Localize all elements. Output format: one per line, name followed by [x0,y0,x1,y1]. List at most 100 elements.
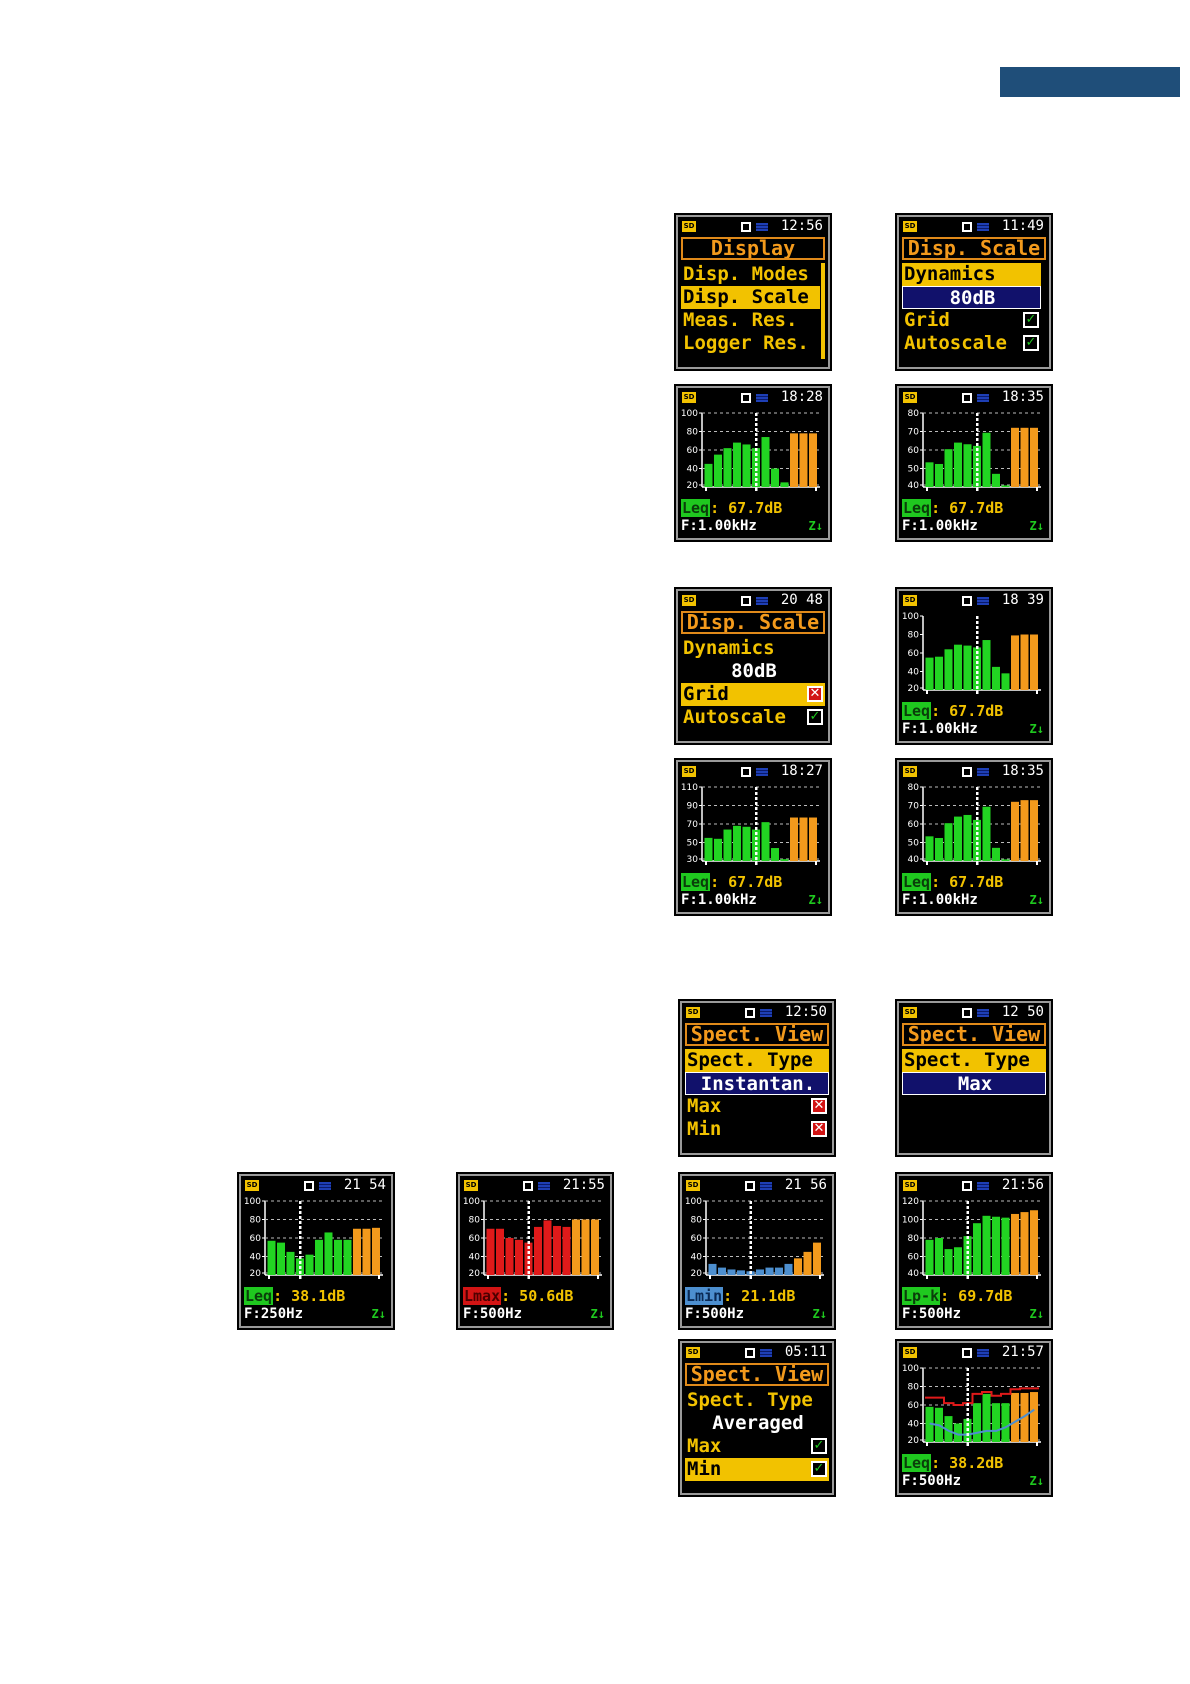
spectrum-bar [343,1239,352,1275]
result-value: 67.7dB [719,873,783,891]
spectrum-bar [1020,634,1029,690]
sd-card-icon: SD [903,392,917,403]
result-label: Leq [902,499,932,517]
sd-card-icon: SD [682,766,696,777]
y-tick-label: 70 [687,820,699,830]
menu-item[interactable]: Logger Res. [681,332,820,355]
spectrum-bar [334,1239,342,1275]
menu-item[interactable]: Autoscale✓ [902,332,1041,355]
clock-time: 21:55 [562,1177,605,1193]
spectrum-bar [553,1225,561,1275]
menu-item[interactable]: Min✓ [685,1458,829,1481]
status-bar: SD 18:35 [899,388,1049,407]
menu-item[interactable]: Max✕ [685,1095,829,1118]
menu-item[interactable]: Max [902,1072,1046,1095]
spectrum-bar [982,432,991,487]
result-readout: Lmin: 21.1dB [685,1287,829,1305]
clock-time: 21:57 [1001,1344,1044,1360]
unchecked-box-icon[interactable]: ✕ [807,686,823,702]
spectrum-bar [1030,427,1038,487]
menu-scrollbar[interactable] [821,263,825,359]
result-value: 38.2dB [940,1454,1004,1472]
result-label: Leq [681,873,711,891]
clock-time: 18:35 [1001,389,1044,405]
memory-icon [745,1008,755,1018]
spectrum-bar [784,1263,793,1275]
menu-item-label: Spect. Type [687,1389,813,1411]
y-tick-label: 50 [687,839,699,849]
spectrum-bar [591,1219,599,1275]
menu-item[interactable]: Averaged [685,1412,829,1435]
menu-item-label: Disp. Modes [683,263,809,285]
spectrum-bar [315,1239,323,1275]
menu-item[interactable]: Meas. Res. [681,309,820,332]
spectrum-bar [543,1220,552,1275]
menu-item[interactable]: Min ✕ [685,1118,829,1141]
memory-icon [741,596,751,606]
result-label: Lp-k [902,1287,941,1305]
sd-card-icon: SD [682,595,696,606]
menu-item[interactable]: Grid✓ [902,309,1041,332]
menu-item[interactable]: 80dB [902,286,1041,309]
spectrum-bar [1020,1212,1029,1275]
spectrum-bar [771,848,779,861]
menu-item[interactable]: Spect. Type [685,1389,829,1412]
menu-item[interactable]: Dynamics [902,263,1041,286]
menu-item[interactable]: Instantan. [685,1072,829,1095]
battery-icon [977,394,989,402]
checkbox-checked-icon[interactable]: ✓ [1023,335,1039,351]
menu-item[interactable]: 80dB [681,660,825,683]
unchecked-box-icon[interactable]: ✕ [811,1121,827,1137]
spectrum-bar [973,445,981,487]
checkbox-checked-icon[interactable]: ✓ [1023,312,1039,328]
menu-item-label: Min [687,1118,722,1140]
unchecked-box-icon[interactable]: ✕ [811,1098,827,1114]
menu-item[interactable]: Autoscale✓ [681,706,825,729]
spectrum-bar [1011,635,1019,690]
memory-icon [741,222,751,232]
battery-icon [760,1009,772,1017]
spectrum-bar [963,1236,972,1275]
menu-title: Spect. View [685,1023,829,1046]
y-tick-label: 60 [908,820,920,830]
spectrum-bar [973,819,981,861]
y-tick-label: 100 [463,1197,480,1207]
clock-time: 12 50 [1001,1004,1044,1020]
y-tick-label: 60 [691,1234,703,1244]
menu-item[interactable]: Max✓ [685,1435,829,1458]
result-readout: Lmax: 50.6dB [463,1287,607,1305]
menu-item[interactable]: Disp. Modes [681,263,820,286]
spectrum-bar [771,468,779,487]
menu-item[interactable]: Disp. Scale [681,286,820,309]
checkbox-checked-icon[interactable]: ✓ [811,1438,827,1454]
spectrum-bar [1020,427,1029,487]
spectrum-bar [742,444,751,487]
spectrum-bar [704,837,713,861]
menu-item[interactable]: Grid✕ [681,683,825,706]
spectrum-bar [925,1239,934,1275]
checkbox-checked-icon[interactable]: ✓ [811,1461,827,1477]
spectrum-bar [925,462,934,487]
weighting-flag: Z↓ [1029,1307,1044,1321]
spectrum-bar [992,847,1000,861]
spectrum-bar [1001,485,1010,487]
menu-item[interactable]: Spect. Type [685,1049,829,1072]
y-tick-label: 60 [250,1234,262,1244]
frequency-value: F:500Hz [463,1306,523,1322]
checkbox-checked-icon[interactable]: ✓ [807,709,823,725]
menu-item[interactable]: Dynamics [681,637,825,660]
menu-item[interactable]: Spect. Type [902,1049,1046,1072]
memory-icon [962,596,972,606]
